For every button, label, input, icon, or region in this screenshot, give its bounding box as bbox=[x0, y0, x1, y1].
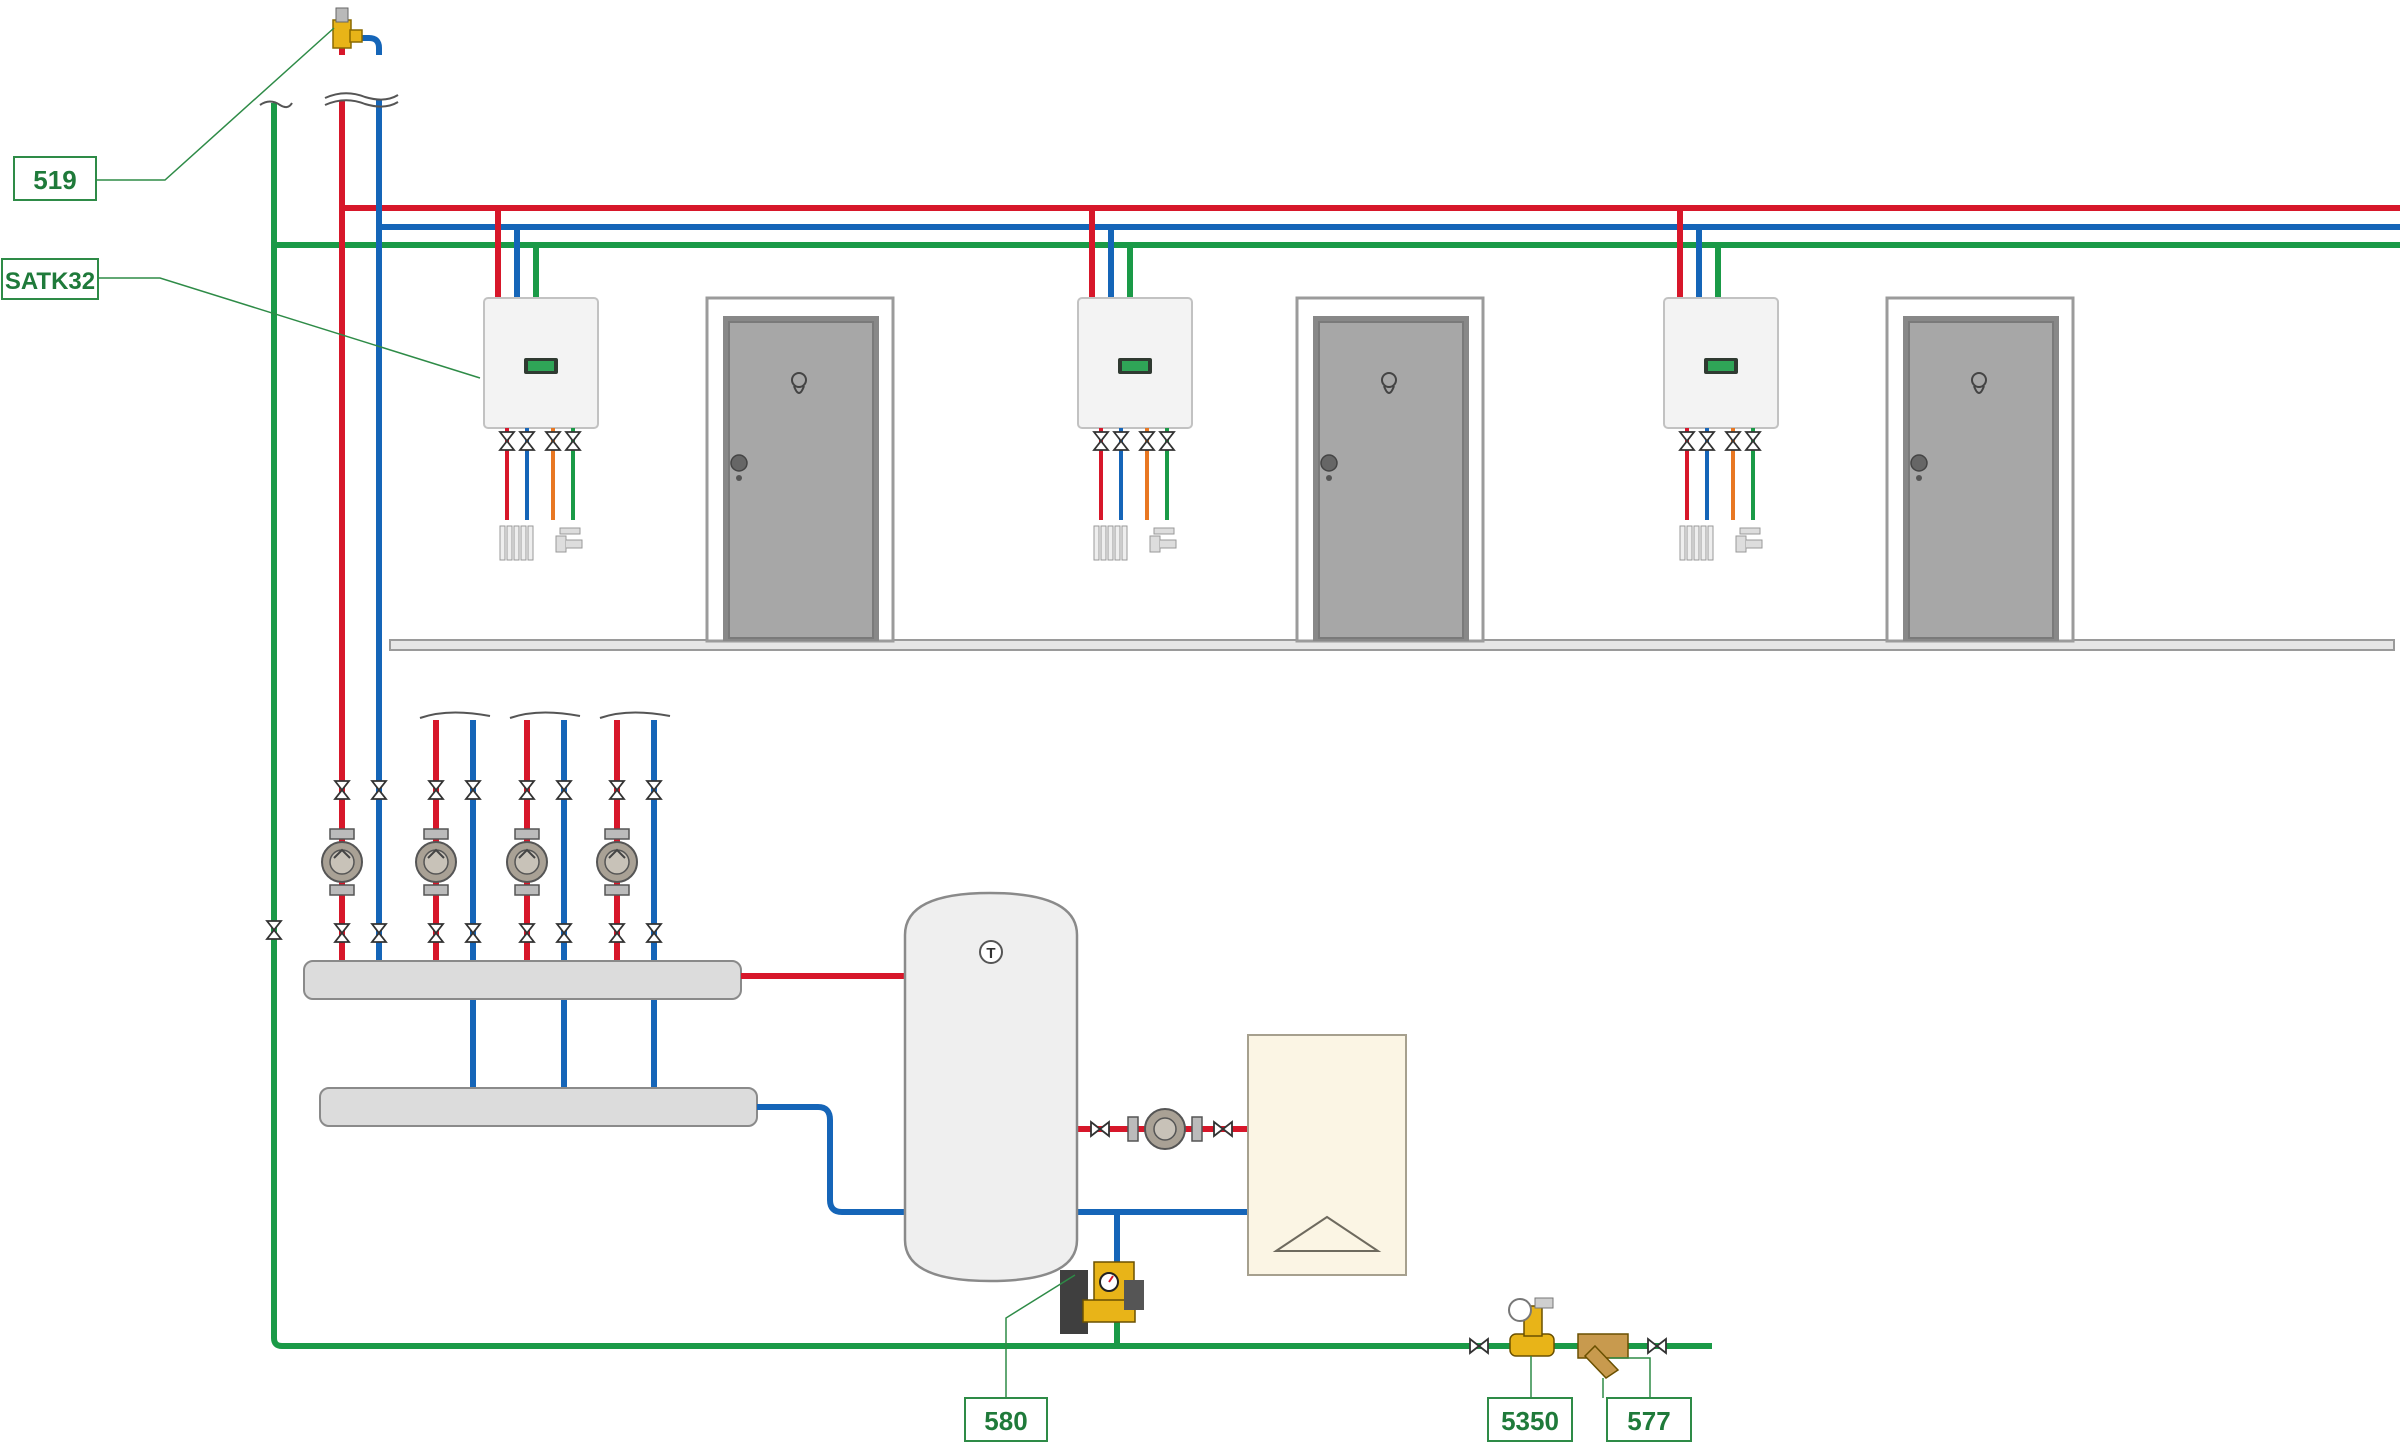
tap-icon bbox=[1735, 527, 1763, 553]
circulator-pump-icon bbox=[415, 828, 457, 896]
tap-icon bbox=[555, 527, 583, 553]
ball-valve-icon bbox=[1213, 1121, 1233, 1137]
pump-group-pipes bbox=[419, 711, 671, 960]
label-577-text: 577 bbox=[1627, 1406, 1670, 1436]
label-satk32: SATK32 bbox=[1, 258, 99, 300]
tank-return-pipe bbox=[757, 1104, 905, 1215]
supply-manifold bbox=[303, 960, 742, 1000]
circulator-pump-icon bbox=[596, 828, 638, 896]
radiator-icon bbox=[499, 525, 534, 561]
unit-outputs-1 bbox=[499, 428, 583, 561]
radiator-icon bbox=[1679, 525, 1714, 561]
label-519: 519 bbox=[13, 156, 97, 201]
filter-577 bbox=[1577, 1333, 1667, 1379]
return-riser bbox=[358, 35, 382, 960]
door-icon bbox=[705, 296, 895, 643]
heat-interface-unit-icon bbox=[1077, 297, 1193, 429]
circulator-pump-icon bbox=[506, 828, 548, 896]
label-5350: 5350 bbox=[1487, 1397, 1573, 1442]
unit-outputs-3 bbox=[1679, 428, 1763, 561]
unit-branch-3 bbox=[1677, 208, 1721, 298]
riser-break-mark bbox=[259, 92, 399, 109]
door-icon bbox=[1885, 296, 2075, 643]
radiator-icon bbox=[1093, 525, 1128, 561]
leader-line-580 bbox=[1005, 1274, 1076, 1398]
air-vent-519 bbox=[332, 7, 363, 49]
unit-branch-2 bbox=[1089, 208, 1133, 298]
storage-tank-icon bbox=[903, 891, 1079, 1283]
boiler-icon bbox=[1247, 1034, 1407, 1276]
circulator-pump-icon bbox=[321, 828, 363, 896]
heat-interface-unit-icon bbox=[1663, 297, 1779, 429]
label-satk32-text: SATK32 bbox=[5, 268, 95, 295]
tank-thermometer-label: T bbox=[986, 945, 995, 962]
circulator-pump-icon bbox=[1127, 1108, 1203, 1150]
filling-group-580 bbox=[1060, 1261, 1144, 1346]
label-580-text: 580 bbox=[984, 1406, 1027, 1436]
door-icon bbox=[1295, 296, 1485, 643]
label-577: 577 bbox=[1606, 1397, 1692, 1442]
unit-branch-1 bbox=[495, 208, 539, 298]
cold-water-main bbox=[271, 103, 1712, 1349]
return-collector-links bbox=[470, 990, 657, 1090]
leader-line-satk32 bbox=[98, 277, 481, 379]
thermometer-icon: T bbox=[979, 940, 1003, 964]
leader-line-519 bbox=[95, 27, 335, 181]
leader-line-577 bbox=[1602, 1357, 1651, 1398]
tap-icon bbox=[1149, 527, 1177, 553]
ball-valve-icon bbox=[1090, 1121, 1110, 1137]
return-manifold bbox=[319, 1087, 758, 1127]
pressure-reducer-5350 bbox=[1469, 1297, 1555, 1357]
label-519-text: 519 bbox=[33, 165, 76, 195]
heat-interface-unit-icon bbox=[483, 297, 599, 429]
unit-outputs-2 bbox=[1093, 428, 1177, 561]
label-5350-text: 5350 bbox=[1501, 1406, 1559, 1436]
label-580: 580 bbox=[964, 1397, 1048, 1442]
